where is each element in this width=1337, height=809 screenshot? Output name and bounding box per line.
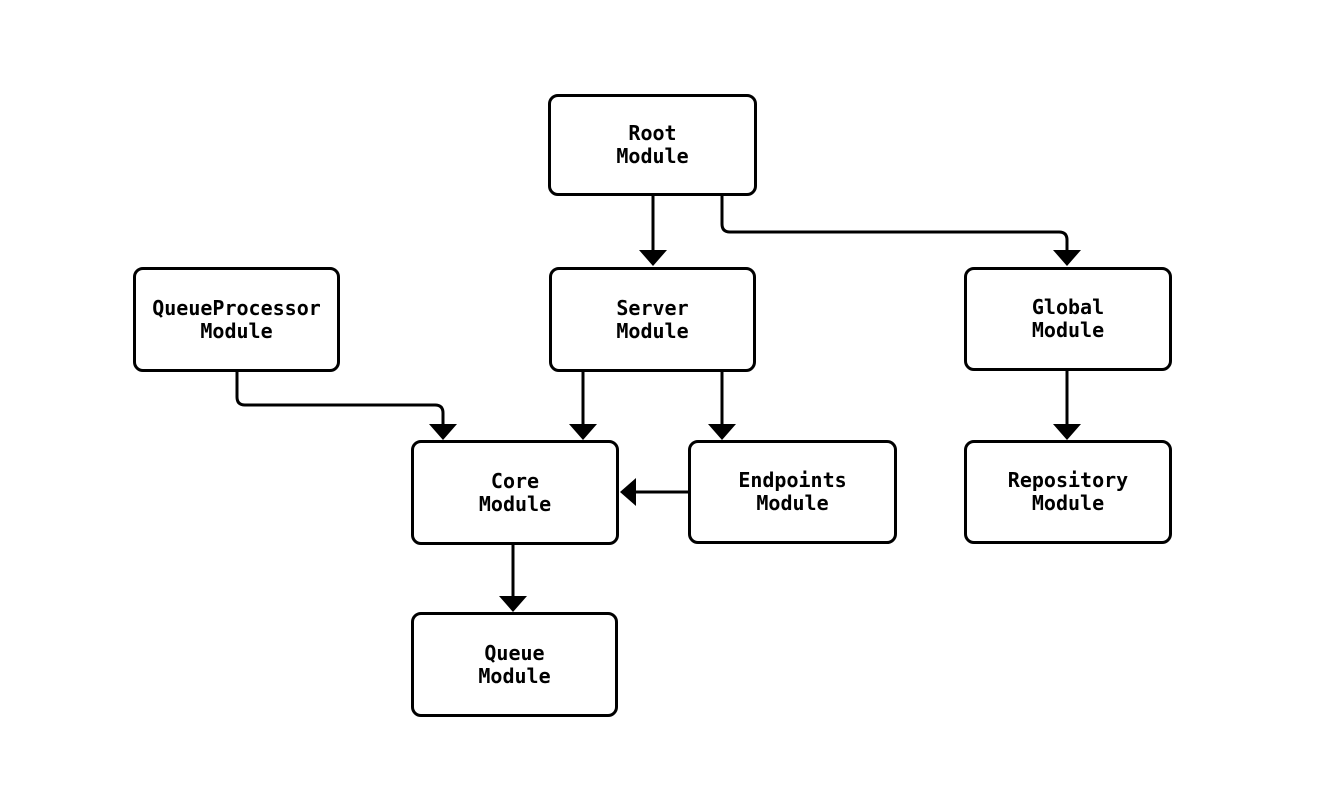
edge-server-module-to-core-module bbox=[569, 372, 597, 440]
arrowhead-icon bbox=[429, 424, 457, 440]
node-global-module: Global Module bbox=[964, 267, 1172, 371]
edge-global-module-to-repository-module bbox=[1053, 371, 1081, 440]
node-queueprocessor-module: QueueProcessor Module bbox=[133, 267, 340, 372]
edge-queueprocessor-module-to-core-module bbox=[235, 372, 457, 440]
arrowhead-icon bbox=[639, 250, 667, 266]
node-server-module: Server Module bbox=[549, 267, 756, 372]
node-core-module-label: Core Module bbox=[478, 468, 552, 516]
edge-root-module-to-server-module bbox=[639, 196, 667, 266]
node-root-module: Root Module bbox=[548, 94, 757, 196]
node-repository-module: Repository Module bbox=[964, 440, 1172, 544]
node-endpoints-module-label: Endpoints Module bbox=[738, 468, 847, 515]
node-core-module: Core Module bbox=[411, 440, 619, 545]
node-root-module-label: Root Module bbox=[616, 121, 689, 168]
arrowhead-icon bbox=[499, 596, 527, 612]
node-queue-module-label: Queue Module bbox=[478, 640, 551, 688]
arrowhead-icon bbox=[1053, 250, 1081, 266]
arrowhead-icon bbox=[708, 424, 736, 440]
edge-core-module-to-queue-module bbox=[499, 545, 527, 612]
node-server-module-label: Server Module bbox=[616, 295, 689, 343]
edge-server-module-to-endpoints-module bbox=[708, 372, 736, 440]
node-endpoints-module: Endpoints Module bbox=[688, 440, 897, 544]
node-queue-module: Queue Module bbox=[411, 612, 618, 717]
node-global-module-label: Global Module bbox=[1031, 295, 1105, 342]
arrowhead-icon bbox=[569, 424, 597, 440]
arrowhead-icon bbox=[620, 478, 636, 506]
edge-root-module-to-global-module bbox=[720, 196, 1081, 266]
node-queueprocessor-module-label: QueueProcessor Module bbox=[152, 295, 321, 343]
node-repository-module-label: Repository Module bbox=[1007, 468, 1129, 515]
edge-endpoints-module-to-core-module bbox=[620, 478, 688, 506]
arrowhead-icon bbox=[1053, 424, 1081, 440]
